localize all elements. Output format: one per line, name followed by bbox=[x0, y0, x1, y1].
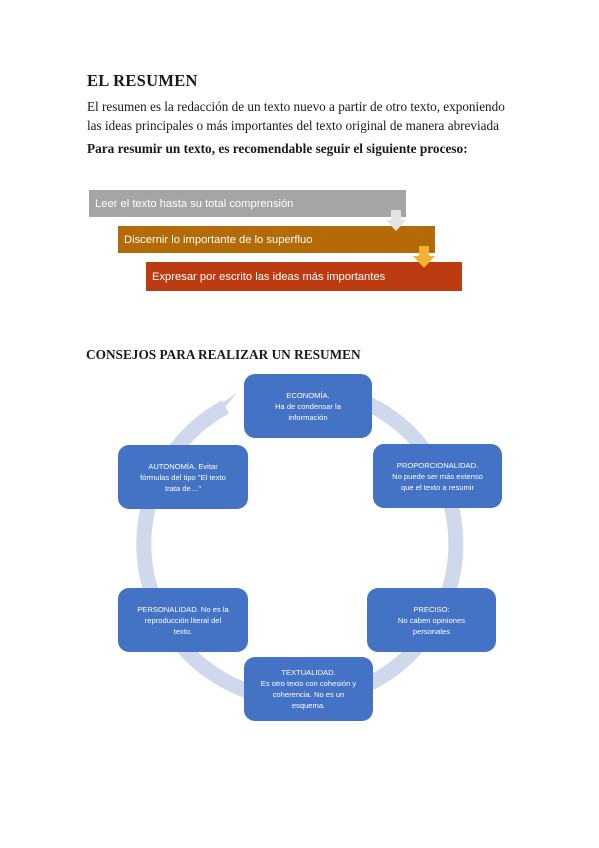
tip-line: texto. bbox=[173, 626, 193, 636]
process-step-1: Leer el texto hasta su total comprensión bbox=[89, 190, 406, 217]
tip-line: coherencia. No es un bbox=[272, 690, 345, 699]
process-arrows bbox=[386, 210, 435, 268]
down-arrow-icon bbox=[386, 210, 406, 231]
tip-economia: ECONOMÍA. Ha de condensar la información bbox=[244, 374, 372, 438]
tip-line: No caben opiniones bbox=[397, 615, 466, 625]
process-heading: Para resumir un texto, es recomendable s… bbox=[87, 141, 468, 156]
tip-line: fórmulas del tipo "El texto bbox=[140, 472, 226, 482]
tip-line: AUTONOMÍA. Evitar bbox=[148, 461, 218, 471]
tip-line: Ha de condensar la bbox=[275, 401, 341, 411]
tip-line: Es otro texto con cohesión y bbox=[260, 679, 357, 688]
intro-line: El resumen es la redacción de un texto n… bbox=[87, 99, 505, 114]
tip-line: No puede ser más extenso bbox=[392, 471, 483, 481]
process-step-2: Discernir lo importante de lo superfluo bbox=[118, 226, 435, 253]
tip-line: esquema. bbox=[291, 701, 326, 710]
cycle-arrowhead-icon bbox=[210, 393, 237, 421]
process-step-3: Expresar por escrito las ideas más impor… bbox=[146, 262, 462, 291]
tip-line: trata de…" bbox=[164, 483, 202, 493]
tip-textualidad: TEXTUALIDAD. Es otro texto con cohesión … bbox=[244, 657, 373, 721]
down-arrow-icon bbox=[413, 246, 435, 268]
tip-line: PRECISO: bbox=[413, 604, 450, 614]
tip-line: PROPORCIONALIDAD. bbox=[396, 460, 479, 470]
document-title: EL RESUMEN bbox=[87, 71, 198, 90]
tip-personalidad: PERSONALIDAD. No es la reproducción lite… bbox=[118, 588, 248, 652]
tips-heading: CONSEJOS PARA REALIZAR UN RESUMEN bbox=[86, 347, 361, 362]
tip-line: que el texto a resumir bbox=[400, 482, 475, 492]
tip-proporcionalidad: PROPORCIONALIDAD. No puede ser más exten… bbox=[373, 444, 502, 508]
tip-line: información bbox=[288, 412, 328, 422]
tip-line: PERSONALIDAD. No es la bbox=[137, 604, 229, 614]
intro-line: las ideas principales o más importantes … bbox=[87, 118, 499, 133]
tip-line: reproducción literal del bbox=[144, 615, 222, 625]
tip-line: TEXTUALIDAD. bbox=[281, 668, 336, 677]
tip-autonomia: AUTONOMÍA. Evitar fórmulas del tipo "El … bbox=[118, 445, 248, 509]
tip-line: personales bbox=[412, 626, 451, 636]
tip-line: ECONOMÍA. bbox=[286, 390, 330, 400]
tip-preciso: PRECISO: No caben opiniones personales bbox=[367, 588, 496, 652]
intro-paragraph: El resumen es la redacción de un texto n… bbox=[87, 97, 527, 135]
